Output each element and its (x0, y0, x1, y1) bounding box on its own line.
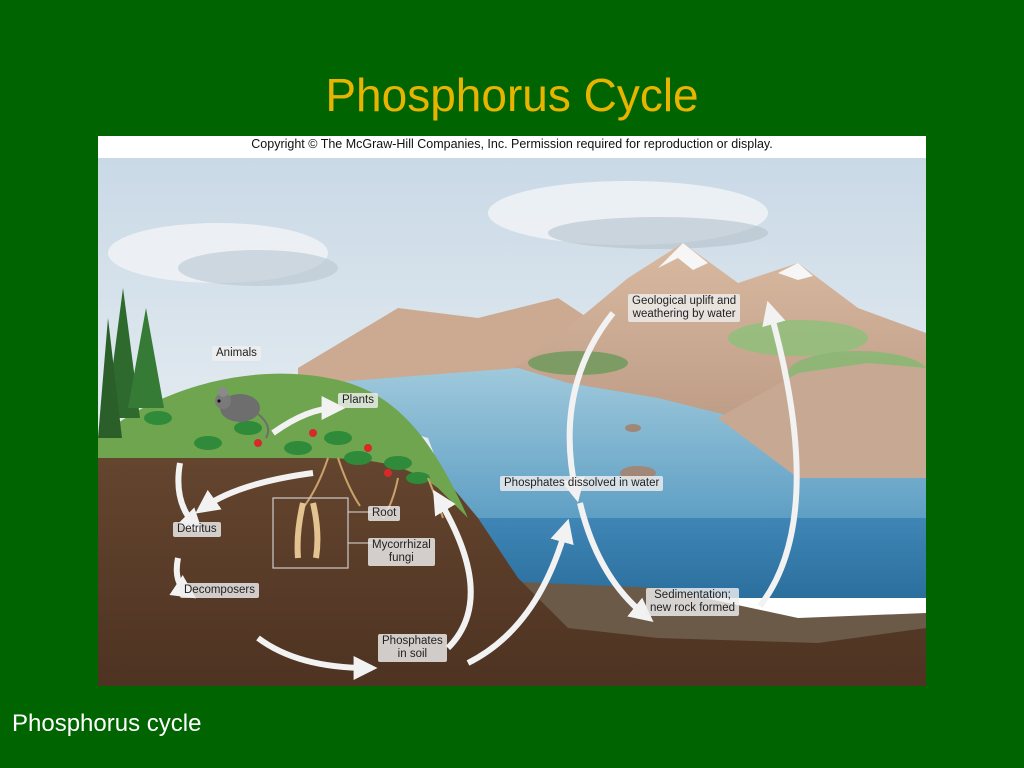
label-phosphates-soil-line-2: in soil (397, 648, 428, 660)
arrow-animals-to-plants (271, 396, 346, 436)
diagram-illustration (98, 158, 926, 686)
arrow-uplift-to-water (561, 311, 616, 503)
cloud-right-shadow (548, 217, 768, 249)
root-inset-root (294, 502, 321, 559)
root-inset-box (272, 497, 349, 569)
label-sedimentation-line-1: Sedimentation; (654, 589, 731, 601)
right-cliff (718, 363, 926, 478)
label-sedimentation: Sedimentation; new rock formed (646, 588, 740, 616)
label-animals: Animals (212, 346, 261, 361)
cloud-left-shadow (178, 250, 338, 286)
arrow-decomposers-to-soil (256, 635, 378, 680)
label-detritus: Detritus (173, 522, 221, 537)
berries (254, 429, 392, 477)
slide-caption: Phosphorus cycle (12, 710, 202, 737)
label-phosphates-soil-line-1: Phosphates (382, 635, 443, 647)
tree-2 (128, 308, 164, 408)
mountain-snow-2 (778, 263, 813, 280)
phosphorus-cycle-figure: Copyright © The McGraw-Hill Companies, I… (98, 136, 926, 686)
cycle-arrows (169, 300, 800, 680)
label-mycorrhizal-line-2: fungi (388, 552, 414, 564)
copyright-notice: Copyright © The McGraw-Hill Companies, I… (98, 136, 926, 158)
label-mycorrhizal-line-1: Mycorrhizal (372, 539, 431, 551)
label-uplift-line-1: Geological uplift and (632, 295, 737, 307)
arrow-plants-to-detritus (175, 462, 203, 533)
label-phosphates-dissolved: Phosphates dissolved in water (500, 476, 664, 491)
arrow-roots-to-detritus (195, 470, 314, 514)
label-uplift-line-2: weathering by water (632, 308, 736, 320)
label-plants: Plants (338, 393, 378, 408)
arrow-water-to-sedimentation (577, 502, 654, 622)
label-phosphates-in-soil: Phosphates in soil (378, 634, 447, 662)
grass-patch (728, 320, 868, 356)
arrow-soil-to-plants (433, 489, 474, 651)
label-sedimentation-line-2: new rock formed (650, 602, 736, 614)
label-root: Root (368, 506, 401, 521)
label-geological-uplift: Geological uplift and weathering by wate… (628, 294, 741, 322)
grassy-hill (98, 373, 468, 518)
rock-2 (625, 424, 641, 432)
plant-leaves (144, 411, 430, 484)
lake (258, 368, 926, 518)
arrow-sedimentation-to-uplift (757, 300, 800, 608)
arrow-soil-to-water (466, 518, 574, 666)
mouse (215, 387, 270, 439)
label-decomposers: Decomposers (180, 583, 259, 598)
soil (98, 398, 926, 686)
slide-title: Phosphorus Cycle (325, 69, 699, 121)
grass-patch-3 (528, 351, 628, 375)
mountain-snow (658, 243, 708, 270)
label-mycorrhizal-fungi: Mycorrhizal fungi (368, 538, 435, 566)
tree-3 (98, 318, 122, 438)
